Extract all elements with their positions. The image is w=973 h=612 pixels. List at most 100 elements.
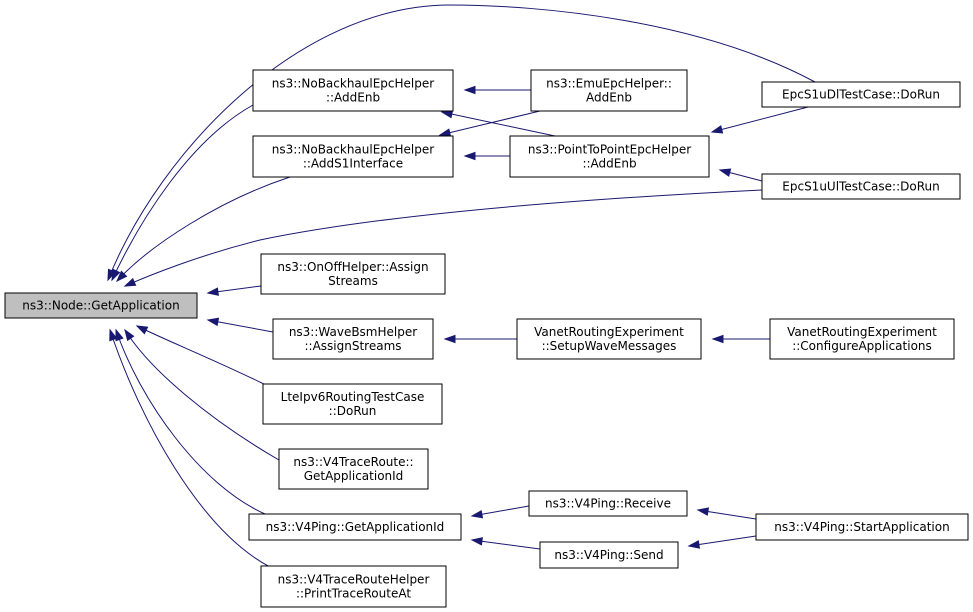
node-epc_dl[interactable]: EpcS1uDlTestCase::DoRun bbox=[761, 81, 961, 108]
edge-line bbox=[116, 176, 291, 282]
edge-epc_ul-to-getapp bbox=[123, 189, 763, 287]
node-v4ping_send[interactable]: ns3::V4Ping::Send bbox=[539, 541, 679, 569]
node-box bbox=[272, 318, 434, 360]
node-box bbox=[248, 513, 462, 541]
node-wavebsm[interactable]: ns3::WaveBsmHelper::AssignStreams bbox=[272, 318, 434, 360]
edge-arrowhead bbox=[206, 317, 220, 327]
edge-line bbox=[115, 329, 266, 515]
node-label: ::ConfigureApplications bbox=[792, 339, 932, 353]
node-v4ping_recv[interactable]: ns3::V4Ping::Receive bbox=[528, 490, 688, 517]
edge-v4tr_getid-to-getapp bbox=[124, 328, 280, 461]
edge-arrowhead bbox=[438, 128, 452, 137]
edge-arrowhead bbox=[470, 537, 483, 546]
node-box bbox=[528, 490, 688, 517]
node-epc_ul[interactable]: EpcS1uUlTestCase::DoRun bbox=[761, 173, 961, 200]
node-label: ::AddEnb bbox=[582, 157, 636, 171]
node-label: ns3::NoBackhaulEpcHelper bbox=[272, 77, 434, 91]
edge-nb_adds1-to-getapp bbox=[115, 176, 291, 283]
node-vanet_config[interactable]: VanetRoutingExperiment::ConfigureApplica… bbox=[769, 318, 955, 360]
edge-emu_addenb-to-nb_addenb bbox=[463, 85, 531, 95]
edge-line bbox=[107, 4, 816, 281]
edge-arrowhead bbox=[123, 277, 137, 287]
edge-epc_dl-to-p2p_addenb bbox=[710, 106, 809, 134]
node-label: ::AddEnb bbox=[326, 91, 380, 105]
node-nb_adds1[interactable]: ns3::NoBackhaulEpcHelper::AddS1Interface bbox=[252, 135, 454, 178]
node-label: ns3::WaveBsmHelper bbox=[289, 325, 417, 339]
node-box bbox=[530, 69, 688, 112]
node-label: Streams bbox=[328, 274, 378, 288]
node-label: LteIpv6RoutingTestCase bbox=[281, 390, 425, 404]
edge-line bbox=[441, 111, 556, 137]
node-v4ping_start[interactable]: ns3::V4Ping::StartApplication bbox=[755, 513, 969, 541]
edge-line bbox=[124, 329, 280, 461]
edge-arrowhead bbox=[696, 507, 710, 516]
node-onoff[interactable]: ns3::OnOffHelper::AssignStreams bbox=[260, 253, 446, 295]
edge-v4ping_recv-to-v4ping_getid bbox=[470, 505, 530, 519]
node-label: ns3::PointToPointEpcHelper bbox=[528, 143, 691, 157]
node-box bbox=[509, 135, 710, 178]
edge-vanet_config-to-vanet_setup bbox=[711, 334, 770, 344]
call-graph-nodes: ns3::Node::GetApplication ns3::NoBackhaul… bbox=[4, 69, 969, 608]
node-label: ns3::V4Ping::StartApplication bbox=[774, 520, 949, 534]
edge-wavebsm-to-getapp bbox=[206, 317, 274, 333]
edge-v4trh_print-to-getapp bbox=[109, 328, 271, 568]
node-box bbox=[262, 383, 443, 425]
edge-line bbox=[136, 325, 273, 389]
edge-p2p_addenb-to-nb_addenb bbox=[440, 109, 556, 137]
node-label: VanetRoutingExperiment bbox=[787, 325, 937, 339]
edge-arrowhead bbox=[124, 328, 135, 342]
edge-arrowhead bbox=[109, 328, 118, 342]
edge-arrowhead bbox=[470, 509, 484, 519]
node-label: EpcS1uUlTestCase::DoRun bbox=[782, 180, 939, 194]
edge-line bbox=[109, 329, 271, 568]
node-label: ns3::V4Ping::Receive bbox=[545, 497, 671, 511]
node-label: ::DoRun bbox=[329, 404, 377, 418]
edge-v4ping_getid-to-getapp bbox=[115, 328, 266, 515]
node-emu_addenb[interactable]: ns3::EmuEpcHelper::AddEnb bbox=[530, 69, 688, 112]
node-v4tr_getid[interactable]: ns3::V4TraceRoute::GetApplicationId bbox=[278, 448, 429, 490]
node-nb_addenb[interactable]: ns3::NoBackhaulEpcHelper::AddEnb bbox=[252, 69, 454, 112]
edge-arrowhead bbox=[718, 168, 732, 177]
node-box bbox=[516, 318, 702, 360]
edge-arrowhead bbox=[463, 85, 476, 95]
edge-arrowhead bbox=[687, 540, 701, 549]
node-label: ns3::V4Ping::GetApplicationId bbox=[266, 520, 445, 534]
node-box bbox=[260, 253, 446, 295]
node-box bbox=[252, 135, 454, 178]
node-v4ping_getid[interactable]: ns3::V4Ping::GetApplicationId bbox=[248, 513, 462, 541]
edge-nb_addenb-to-getapp bbox=[111, 104, 254, 282]
node-label: GetApplicationId bbox=[304, 469, 404, 483]
node-vanet_setup[interactable]: VanetRoutingExperiment::SetupWaveMessage… bbox=[516, 318, 702, 360]
node-box bbox=[761, 173, 961, 200]
node-label: ::SetupWaveMessages bbox=[542, 339, 677, 353]
edge-arrowhead bbox=[115, 270, 128, 283]
edge-arrowhead bbox=[206, 287, 219, 296]
node-label: ns3::Node::GetApplication bbox=[22, 299, 179, 313]
node-v4trh_print[interactable]: ns3::V4TraceRouteHelper::PrintTraceRoute… bbox=[260, 565, 447, 608]
node-label: ns3::EmuEpcHelper:: bbox=[546, 77, 672, 91]
edge-line bbox=[439, 110, 541, 136]
node-label: ns3::V4Ping::Send bbox=[554, 548, 663, 562]
node-label: ns3::OnOffHelper::Assign bbox=[277, 260, 428, 274]
edge-arrowhead bbox=[710, 125, 724, 134]
edge-p2p_addenb-to-nb_adds1 bbox=[463, 151, 510, 161]
edge-line bbox=[111, 104, 254, 281]
edge-v4ping_send-to-v4ping_getid bbox=[470, 537, 541, 550]
node-box bbox=[755, 513, 969, 541]
node-box bbox=[769, 318, 955, 360]
node-getapp[interactable]: ns3::Node::GetApplication bbox=[4, 292, 198, 319]
edge-arrowhead bbox=[111, 268, 121, 282]
edge-v4ping_start-to-v4ping_send bbox=[687, 535, 757, 549]
node-p2p_addenb[interactable]: ns3::PointToPointEpcHelper::AddEnb bbox=[509, 135, 710, 178]
node-label: ns3::V4TraceRoute:: bbox=[293, 455, 413, 469]
edge-onoff-to-getapp bbox=[206, 285, 262, 296]
node-lteipv6[interactable]: LteIpv6RoutingTestCase::DoRun bbox=[262, 383, 443, 425]
edge-line bbox=[207, 319, 274, 333]
edge-vanet_setup-to-wavebsm bbox=[443, 334, 517, 344]
edge-arrowhead bbox=[115, 328, 124, 342]
edge-epc_ul-to-p2p_addenb bbox=[718, 168, 763, 182]
edge-line bbox=[471, 539, 541, 550]
node-box bbox=[761, 81, 961, 108]
edge-line bbox=[711, 106, 809, 133]
node-label: VanetRoutingExperiment bbox=[534, 325, 684, 339]
